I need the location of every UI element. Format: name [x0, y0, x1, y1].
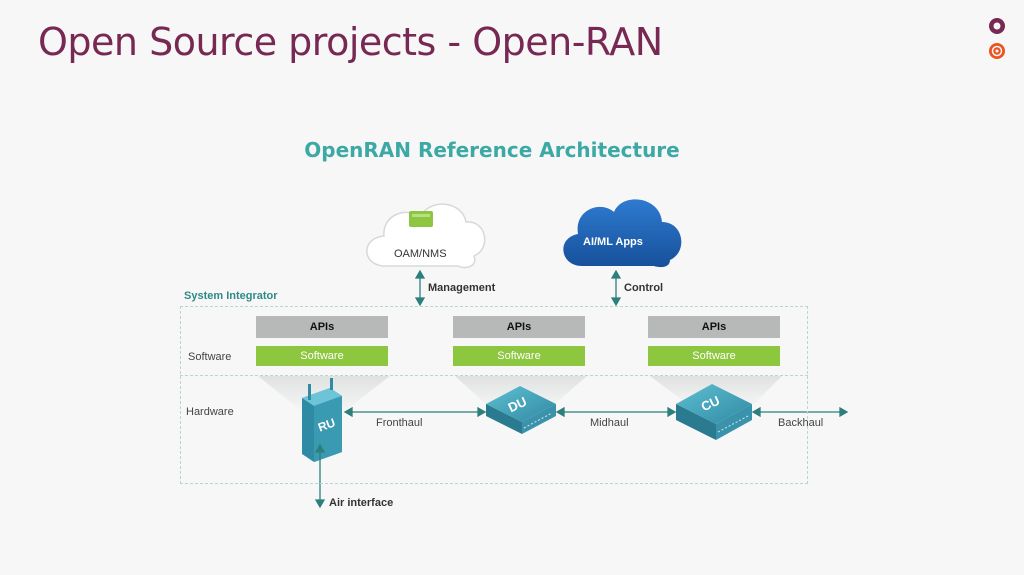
hardware-row-label: Hardware: [186, 406, 234, 418]
air-interface-arrow: [314, 443, 326, 509]
fronthaul-label: Fronthaul: [376, 417, 423, 429]
air-interface-label: Air interface: [329, 497, 394, 509]
cu-device-icon: [676, 384, 752, 440]
du-device-icon: [486, 386, 556, 434]
management-label: Management: [428, 282, 496, 294]
du-software-bar: Software: [453, 346, 585, 366]
diagram-title: OpenRAN Reference Architecture: [304, 138, 680, 162]
control-arrow: [610, 269, 622, 307]
system-integrator-label: System Integrator: [184, 290, 278, 302]
du-api-bar: APIs: [453, 316, 585, 338]
software-row-label: Software: [188, 351, 232, 363]
management-arrow: [414, 269, 426, 307]
ru-software-bar: Software: [256, 346, 388, 366]
oam-cloud-icon: [366, 203, 486, 269]
server-chip-icon: [409, 211, 433, 227]
midhaul-label: Midhaul: [590, 417, 629, 429]
cu-api-bar: APIs: [648, 316, 780, 338]
backhaul-label: Backhaul: [778, 417, 824, 429]
control-label: Control: [624, 282, 664, 294]
fronthaul-arrow: [343, 406, 487, 418]
slide-title: Open Source projects - Open-RAN: [38, 20, 663, 64]
system-integrator-frame: [180, 306, 808, 484]
oam-cloud-label: OAM/NMS: [394, 248, 447, 260]
backhaul-arrow: [751, 406, 849, 418]
cu-software-bar: Software: [648, 346, 780, 366]
aiml-cloud-icon: [563, 199, 682, 268]
ru-api-bar: APIs: [256, 316, 388, 338]
software-hardware-divider: [180, 375, 808, 376]
aiml-cloud-label: AI/ML Apps: [583, 236, 643, 248]
brand-logo-icon: [989, 18, 1005, 59]
midhaul-arrow: [555, 406, 677, 418]
